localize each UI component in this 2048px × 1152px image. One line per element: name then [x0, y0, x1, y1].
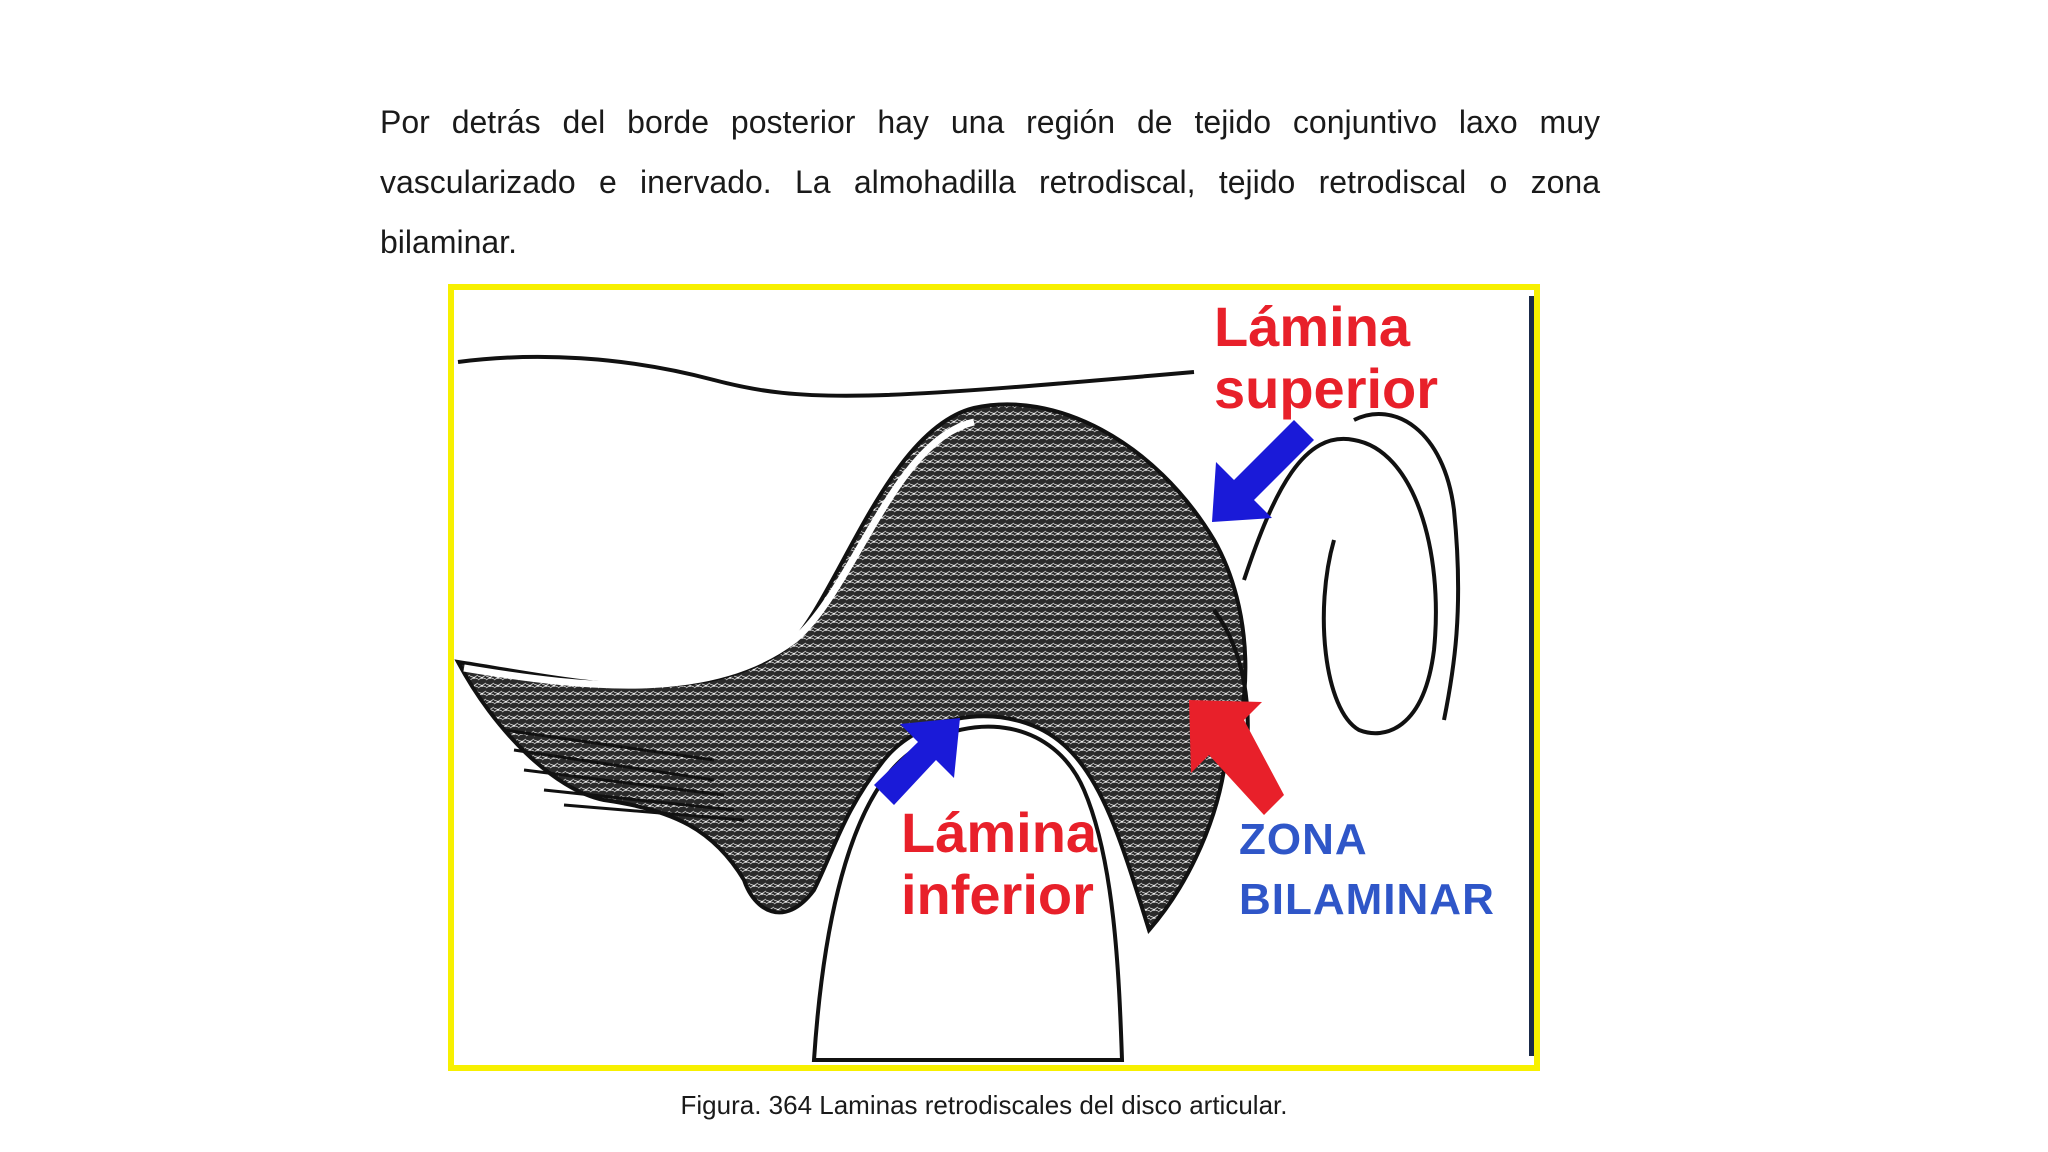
label-lamina-inferior: Lámina inferior [901, 802, 1097, 926]
condyle-head [811, 724, 1125, 1062]
fossa-outline [457, 354, 1195, 398]
body-paragraph: Por detrás del borde posterior hay una r… [380, 104, 1600, 260]
figure-caption-text: Figura. 364 Laminas retrodiscales del di… [680, 1090, 1288, 1120]
label-line: Lámina [901, 801, 1098, 864]
pterygoid-fibers [503, 728, 745, 822]
label-line: superior [1214, 357, 1439, 420]
tmj-illustration [454, 354, 1461, 1062]
articular-disc [454, 402, 1248, 935]
label-line: Lámina [1214, 295, 1411, 358]
label-line: ZONA [1239, 815, 1368, 864]
disc-upper-band [463, 418, 975, 689]
label-line: inferior [901, 863, 1094, 926]
arrow-zona-bilaminar [1189, 700, 1284, 815]
arrow-lamina-superior [1212, 420, 1314, 522]
frame-right-rule [1529, 296, 1534, 1056]
label-lamina-superior: Lámina superior [1214, 296, 1438, 420]
arrow-lamina-inferior [874, 718, 960, 805]
figure-caption: Figura. 364 Laminas retrodiscales del di… [0, 1090, 2048, 1121]
label-zona-bilaminar: ZONA BILAMINAR [1239, 810, 1495, 930]
label-line: BILAMINAR [1239, 875, 1495, 924]
figure-frame: Lámina superior Lámina inferior ZONA BIL… [448, 284, 1540, 1071]
